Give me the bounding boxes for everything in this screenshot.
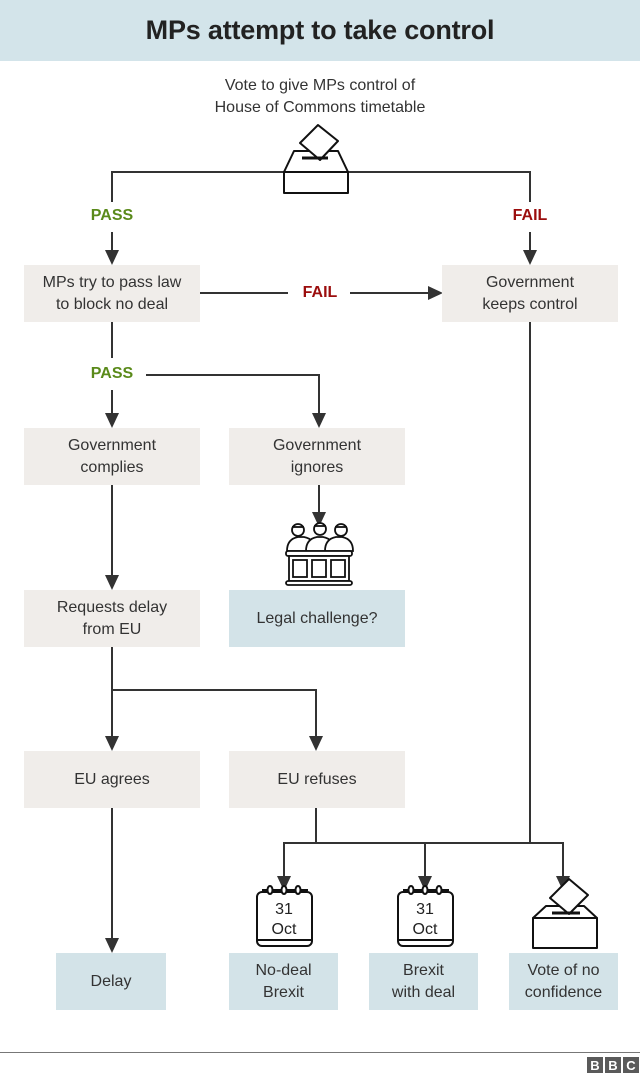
node-line: Government: [67, 436, 157, 454]
calendar-month: Oct: [412, 921, 438, 938]
node-line: to block no deal: [55, 295, 169, 313]
arrowhead: [523, 250, 537, 265]
node-line: EU refuses: [277, 770, 357, 788]
ballot-box-icon: [532, 878, 598, 949]
node-line: confidence: [524, 983, 603, 1001]
bbc-logo-letter: C: [623, 1057, 639, 1073]
calendar-day: 31: [416, 901, 434, 918]
arrowhead: [105, 938, 119, 953]
arrowhead: [277, 876, 291, 891]
calendar-date: 31 Oct: [264, 900, 304, 940]
node-line: ignores: [290, 458, 344, 476]
outcome-brexit-with-deal: Brexit with deal: [369, 953, 478, 1010]
node-requests-delay: Requests delay from EU: [24, 590, 200, 647]
node-line: complies: [80, 458, 144, 476]
calendar-date: 31 Oct: [405, 900, 445, 940]
node-line: Brexit: [263, 983, 304, 1001]
node-gov-keeps-control: Government keeps control: [442, 265, 618, 322]
node-gov-ignores: Government ignores: [229, 428, 405, 485]
page-title: MPs attempt to take control: [145, 15, 495, 45]
fail-label: FAIL: [302, 284, 338, 301]
node-line: MPs try to pass law: [42, 273, 182, 291]
node-line: Government: [485, 273, 575, 291]
arrowhead: [428, 286, 443, 300]
bbc-logo-letter: B: [605, 1057, 621, 1073]
node-eu-refuses: EU refuses: [229, 751, 405, 808]
arrowhead: [312, 413, 326, 428]
node-mps-try-law: MPs try to pass law to block no deal: [24, 265, 200, 322]
pass-label: PASS: [90, 207, 134, 224]
arrowhead: [312, 512, 326, 527]
header: MPs attempt to take control: [0, 0, 640, 61]
node-line: keeps control: [482, 295, 578, 313]
line-top-left: [111, 171, 284, 202]
line-bottom-bus: [283, 842, 564, 878]
jury-icon: [285, 522, 354, 586]
node-legal-challenge: Legal challenge?: [229, 590, 405, 647]
arrowhead: [418, 876, 432, 891]
node-gov-complies: Government complies: [24, 428, 200, 485]
arrowhead: [105, 413, 119, 428]
intro-line-1: Vote to give MPs control of: [224, 77, 416, 94]
arrowhead: [105, 736, 119, 751]
line-top-right: [348, 171, 531, 202]
outcome-delay: Delay: [56, 953, 166, 1010]
ballot-box-icon: [283, 124, 349, 194]
node-line: with deal: [391, 983, 456, 1001]
node-line: Brexit: [403, 961, 444, 979]
bbc-logo: B B C: [587, 1057, 639, 1073]
pass-label: PASS: [90, 365, 134, 382]
arrowhead: [556, 876, 570, 891]
line-requests-right: [112, 689, 317, 738]
node-line: No-deal: [255, 961, 312, 979]
calendar-icon: [256, 885, 313, 947]
calendar-day: 31: [275, 901, 293, 918]
calendar-month: Oct: [271, 921, 297, 938]
node-eu-agrees: EU agrees: [24, 751, 200, 808]
node-line: Legal challenge?: [256, 609, 378, 627]
node-line: Delay: [90, 972, 132, 990]
intro-text: Vote to give MPs control of House of Com…: [170, 75, 470, 119]
node-line: Vote of no: [527, 961, 600, 979]
node-line: EU agrees: [74, 770, 150, 788]
line-pass2-right: [146, 374, 320, 415]
arrowhead: [309, 736, 323, 751]
outcome-vote-no-confidence: Vote of no confidence: [509, 953, 618, 1010]
node-line: Government: [272, 436, 362, 454]
arrowhead: [105, 575, 119, 590]
arrowhead: [105, 250, 119, 265]
calendar-icon: [397, 885, 454, 947]
footer-divider: [0, 1052, 640, 1053]
node-line: Requests delay: [56, 598, 168, 616]
bbc-logo-letter: B: [587, 1057, 603, 1073]
intro-line-2: House of Commons timetable: [214, 99, 426, 116]
node-line: from EU: [82, 620, 142, 638]
fail-label: FAIL: [512, 207, 548, 224]
